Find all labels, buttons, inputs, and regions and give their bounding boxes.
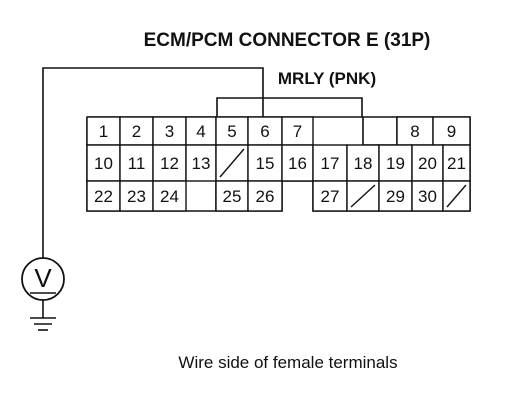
terminal-9: 9: [432, 116, 471, 146]
terminal-6: 6: [247, 116, 283, 146]
ground-icon: [30, 317, 56, 331]
terminal-3: 3: [152, 116, 187, 146]
terminal-22: 22: [86, 180, 121, 212]
terminal-27: 27: [312, 180, 348, 212]
terminal-15: 15: [247, 144, 283, 182]
terminal-empty: [346, 180, 380, 212]
terminal-number: 22: [94, 187, 113, 206]
terminal-10: 10: [86, 144, 121, 182]
svg-text:V: V: [34, 263, 52, 293]
terminal-empty: [442, 180, 471, 212]
terminal-number: 23: [127, 187, 146, 206]
terminal-7: 7: [281, 116, 314, 146]
terminal-13: 13: [185, 144, 217, 182]
terminal-number: 17: [321, 154, 340, 173]
terminal-number: 29: [386, 187, 405, 206]
terminal-number: 15: [256, 154, 275, 173]
terminal-number: 21: [447, 154, 466, 173]
terminal-12: 12: [152, 144, 187, 182]
terminal-number: 26: [256, 187, 275, 206]
wire-label: MRLY (PNK): [278, 69, 376, 88]
terminal-number: 19: [386, 154, 405, 173]
terminal-2: 2: [119, 116, 154, 146]
terminal-number: 3: [165, 122, 174, 141]
terminal-16: 16: [281, 144, 314, 182]
terminal-19: 19: [378, 144, 413, 182]
terminal-18: 18: [346, 144, 380, 182]
terminal-number: 16: [288, 154, 307, 173]
terminal-empty: [215, 144, 249, 182]
terminal-8: 8: [396, 116, 434, 146]
terminal-number: 1: [99, 122, 108, 141]
terminal-20: 20: [411, 144, 444, 182]
terminal-number: 11: [128, 154, 146, 173]
terminal-number: 24: [160, 187, 179, 206]
terminal-5: 5: [215, 116, 249, 146]
terminal-26: 26: [247, 180, 283, 212]
terminal-number: 6: [260, 122, 269, 141]
voltmeter-icon: V: [21, 257, 65, 301]
terminal-23: 23: [119, 180, 154, 212]
terminal-number: 7: [293, 122, 302, 141]
terminal-number: 13: [192, 154, 211, 173]
probe-wire: [42, 67, 264, 318]
terminal-29: 29: [378, 180, 413, 212]
terminal-30: 30: [411, 180, 444, 212]
terminal-1: 1: [86, 116, 121, 146]
footer-caption: Wire side of female terminals: [178, 353, 397, 372]
terminal-number: 2: [132, 122, 141, 141]
terminal-24: 24: [152, 180, 187, 212]
terminal-25: 25: [215, 180, 249, 212]
terminal-17: 17: [312, 144, 348, 182]
terminal-number: 8: [410, 122, 419, 141]
diagram-title: ECM/PCM CONNECTOR E (31P): [144, 30, 431, 51]
terminal-number: 9: [447, 122, 456, 141]
terminal-number: 30: [418, 187, 437, 206]
terminal-21: 21: [442, 144, 471, 182]
terminal-number: 20: [418, 154, 437, 173]
terminal-number: 25: [223, 187, 242, 206]
terminal-number: 18: [354, 154, 373, 173]
terminal-4: 4: [185, 116, 217, 146]
terminal-number: 10: [94, 154, 113, 173]
terminal-number: 5: [227, 122, 236, 141]
terminal-11: 11: [119, 144, 154, 182]
terminal-number: 4: [196, 122, 205, 141]
terminal-number: 12: [160, 154, 179, 173]
terminal-number: 27: [321, 187, 340, 206]
